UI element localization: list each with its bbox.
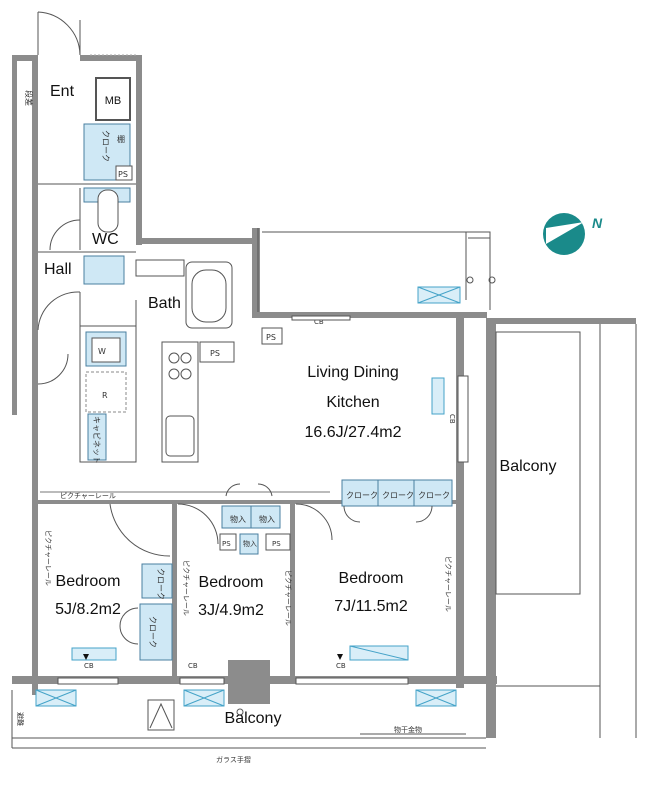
ps-label-3: PS [266, 333, 276, 342]
cb-label-ldk: CB [314, 318, 324, 326]
wc-room: WC [38, 183, 136, 251]
bed2-area: 3J/4.9m2 [198, 602, 264, 619]
bath-east-wall [252, 228, 260, 318]
closet-label-3: クローク [418, 491, 450, 500]
hatch-label: 避難 [16, 712, 25, 726]
column-south [228, 660, 270, 704]
compass: N [543, 213, 603, 255]
bed1-bed2-wall [172, 504, 177, 676]
mb-east-wall [136, 55, 142, 245]
storage-label-2: 物入 [259, 514, 275, 524]
west-outer-wall [12, 55, 17, 415]
ldk-east-window: CB [431, 375, 469, 463]
bed1-label: Bedroom [56, 573, 121, 590]
storage-label-1: 物入 [230, 514, 246, 524]
picture-rail-label-3: ピクチャーレール [182, 560, 190, 616]
shoe-closet: クローク 棚 PS [83, 123, 133, 181]
upper-terrace [257, 228, 496, 312]
cb-label-b2: CB [188, 662, 198, 670]
compass-label: N [592, 215, 603, 231]
picture-rail-label: ピクチャーレール [60, 492, 116, 500]
ldk-area: 16.6J/27.4m2 [305, 424, 402, 441]
balcony-east-top [496, 318, 636, 324]
ldk-label-line1: Living Dining [307, 364, 399, 381]
bed3-area: 7J/11.5m2 [334, 598, 408, 615]
balcony-east-partition [486, 318, 496, 738]
bath-room: Bath [135, 259, 233, 336]
south-balcony: 物干金物 ガラス手摺 避難 Balcony [11, 689, 486, 764]
west-wall-top [12, 55, 38, 61]
shelf-label: 棚 [117, 134, 125, 144]
entrance-door [37, 11, 136, 56]
fridge-label: R [102, 391, 108, 400]
north-wall-ent [80, 55, 140, 61]
meter-box [95, 77, 131, 121]
ldk-label-line2: Kitchen [326, 394, 379, 411]
ent-label: Ent [50, 83, 75, 100]
cabinet-label: キャビネット [92, 416, 101, 464]
closet-label-1: クローク [346, 491, 378, 500]
bath-north-wall [136, 238, 256, 244]
east-wall [456, 318, 464, 688]
kitchen-counter: PS PS CB [161, 315, 351, 463]
storage-units: 物入 物入 PS 物入 PS [219, 505, 291, 555]
hall-doors [37, 251, 136, 385]
bed1-area: 5J/8.2m2 [55, 601, 121, 618]
west-wall [32, 55, 38, 695]
picture-rail-label-5: ピクチャーレール [444, 556, 452, 612]
picture-rail-label-4: ピクチャーレール [284, 570, 292, 626]
east-balcony: Balcony [495, 324, 637, 738]
cb-label-b1: CB [84, 662, 94, 670]
ldk-closets: クローク クローク クローク [341, 479, 453, 507]
hall-label: Hall [44, 261, 72, 278]
closet-label-5: クローク [148, 616, 157, 648]
storage-label-3: 物入 [243, 539, 257, 548]
washer-label: W [98, 347, 106, 356]
drying-rail-label: 物干金物 [394, 725, 422, 734]
bedroom-windows: CB CB CB [57, 645, 409, 685]
picture-rail-label-2: ピクチャーレール [44, 530, 52, 586]
ldk-north-wall [252, 312, 487, 318]
balcony-south-label: Balcony [225, 710, 282, 727]
bath-label: Bath [148, 295, 181, 312]
walls [12, 55, 636, 738]
mb-label: MB [105, 95, 122, 107]
closet-label-4: クローク [156, 568, 165, 600]
bed2-label: Bedroom [199, 574, 264, 591]
ps-label-2: PS [210, 349, 220, 358]
laundry-area: W R キャビネット [79, 325, 137, 464]
wc-label: WC [92, 231, 119, 248]
closet-label-2: クローク [382, 491, 414, 500]
bedroom-doors [109, 483, 433, 557]
cb-label-east: CB [448, 414, 456, 424]
bedroom-closets: クローク クローク [119, 563, 173, 661]
ps-label-4: PS [222, 540, 231, 548]
bedroom-north-wall [38, 500, 458, 504]
shoe-closet-label: クローク [101, 130, 110, 162]
glass-rail-label: ガラス手摺 [216, 755, 251, 764]
ps-label-1: PS [118, 170, 128, 179]
bed3-label: Bedroom [339, 570, 404, 587]
ps-label-5: PS [272, 540, 281, 548]
cb-label-b3: CB [336, 662, 346, 670]
step-label: 段差 [24, 90, 34, 106]
bed2-bed3-wall [290, 504, 295, 676]
balcony-east-label: Balcony [500, 458, 557, 475]
